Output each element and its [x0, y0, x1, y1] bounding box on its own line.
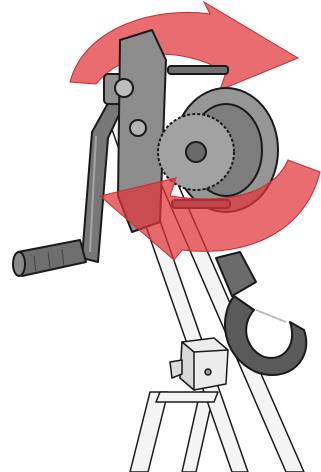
frame-clamp — [170, 338, 228, 390]
cable-hook — [216, 252, 306, 375]
crank-handle — [13, 74, 128, 276]
crank-grip — [18, 240, 86, 276]
hook-latch — [256, 310, 286, 322]
frame-rod — [168, 66, 228, 74]
gear-hub — [186, 142, 206, 162]
stand-leg-left-outer — [130, 392, 168, 472]
axle-bolt — [130, 120, 146, 136]
hook-body — [225, 296, 306, 375]
stand-crossbar — [156, 392, 218, 402]
ratchet-pawl — [115, 79, 133, 97]
clamp-bolt — [205, 369, 211, 375]
crank-grip-end — [13, 252, 25, 276]
